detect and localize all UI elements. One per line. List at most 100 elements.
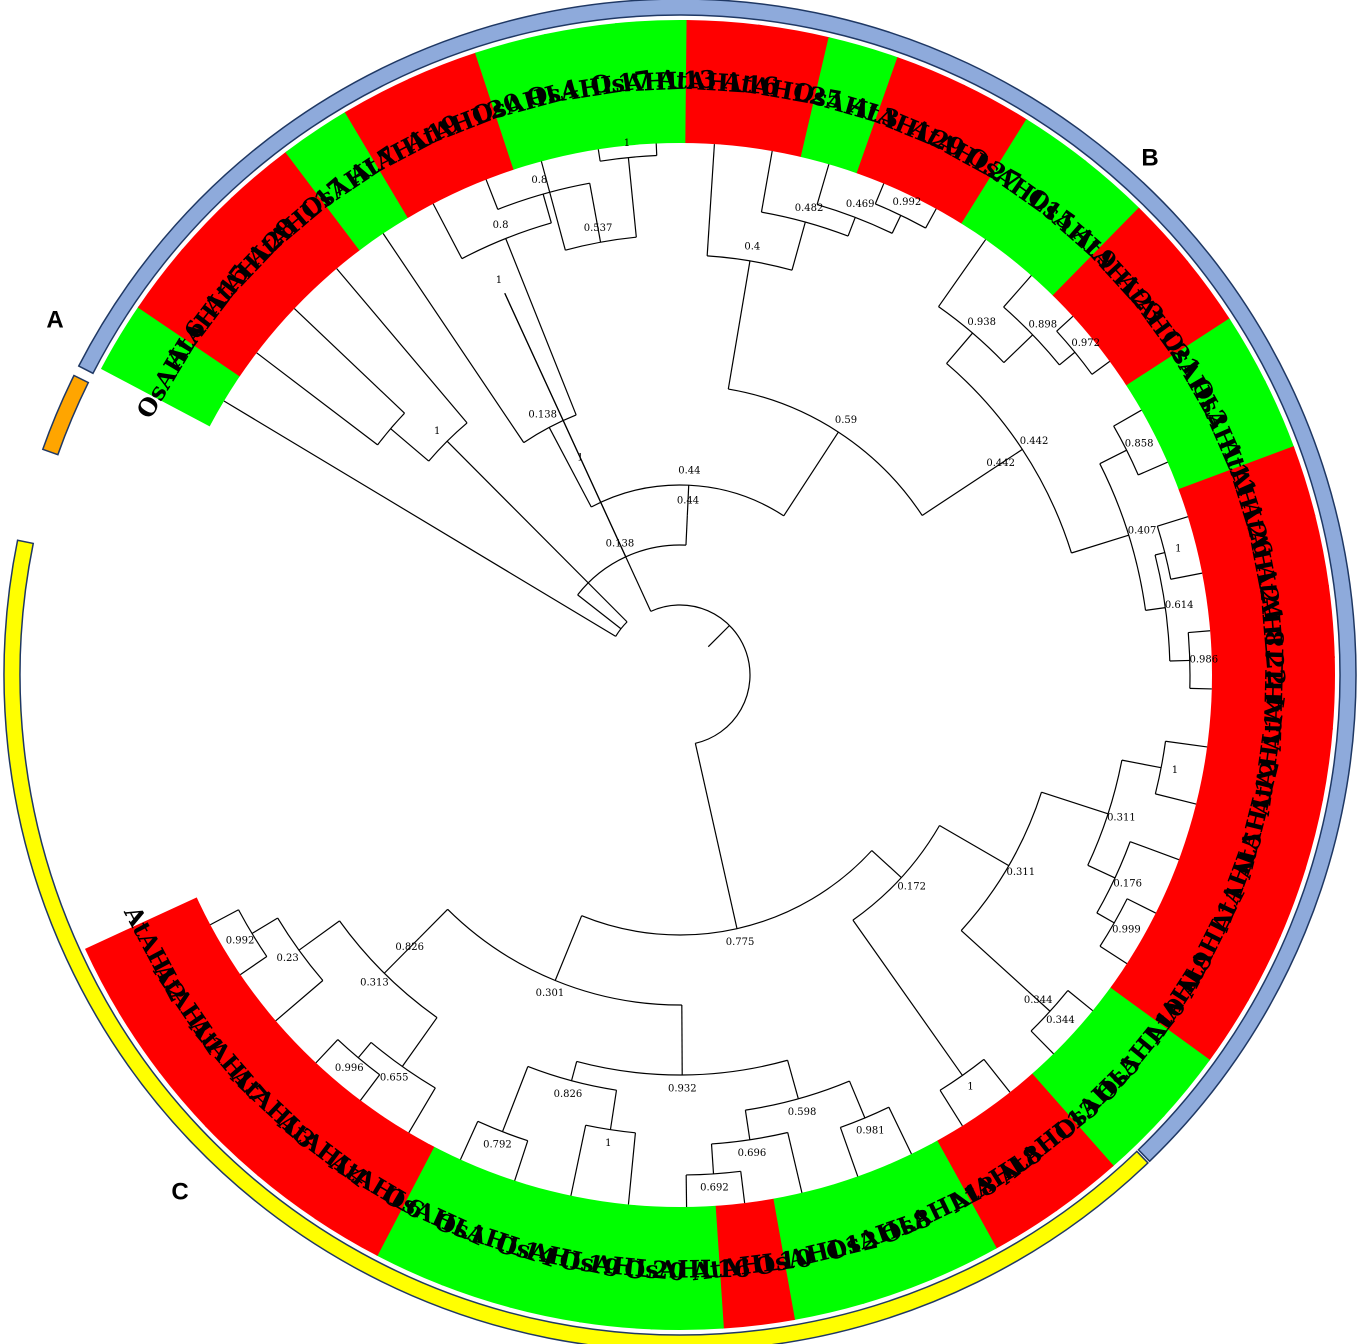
branch-arc — [577, 544, 686, 596]
branch-line — [1189, 687, 1212, 690]
branch-arc — [527, 1065, 617, 1091]
leaf-band — [474, 33, 572, 171]
leaf-label: AtAHL18 — [1258, 630, 1290, 753]
leaf-band — [1205, 584, 1335, 662]
branch-arc — [960, 791, 1043, 931]
branch-line — [1056, 315, 1074, 332]
branch-line — [298, 920, 340, 951]
support-value: 0.655 — [380, 1072, 409, 1083]
branch-line — [791, 221, 806, 271]
branch-arc — [745, 1080, 850, 1111]
branch-line — [293, 308, 405, 414]
branch-line — [686, 485, 690, 516]
branch-arc — [1087, 760, 1123, 866]
branch-arc — [576, 1059, 788, 1076]
branch-line — [1169, 659, 1190, 662]
branch-line — [710, 1143, 715, 1174]
branch-line — [891, 215, 902, 234]
support-value: 0.826 — [554, 1089, 583, 1100]
branch-line — [1099, 449, 1127, 465]
support-value: 0.826 — [395, 942, 424, 953]
support-value: 0.986 — [1189, 655, 1218, 666]
support-value: 0.999 — [1112, 924, 1141, 935]
branch-line — [939, 1089, 963, 1127]
branch-line — [209, 909, 239, 926]
support-value: 0.442 — [986, 458, 1015, 469]
leaf-label: OsAHL16 — [624, 1254, 750, 1285]
branch-line — [1170, 572, 1203, 580]
leaf-band — [856, 57, 966, 197]
support-value: 1 — [496, 275, 502, 286]
leaf-band — [579, 1199, 658, 1330]
leaf-band — [1051, 207, 1189, 341]
branch-arc — [946, 363, 1073, 554]
branch-line — [874, 183, 885, 205]
branch-line — [275, 980, 324, 1022]
branch-line — [548, 427, 592, 508]
branch-arc — [728, 388, 923, 516]
support-value: 0.44 — [678, 466, 700, 477]
branch-line — [888, 1106, 913, 1155]
clade-label-b: B — [1141, 145, 1158, 172]
branch-line — [504, 293, 587, 471]
branch-line — [383, 937, 420, 974]
branch-line — [1096, 912, 1115, 924]
support-value: 0.469 — [846, 199, 875, 210]
support-value: 0.537 — [584, 223, 613, 234]
tree-branches — [209, 143, 1212, 1207]
branch-line — [1067, 990, 1094, 1012]
branch-line — [1129, 841, 1180, 861]
inner-white-disc — [148, 143, 1212, 1207]
support-value: 1 — [577, 452, 583, 463]
support-value: 0.311 — [1007, 867, 1036, 878]
branch-line — [1091, 360, 1111, 375]
support-value: 0.932 — [668, 1083, 697, 1094]
branch-arc — [477, 1120, 528, 1142]
support-value: 0.407 — [1128, 525, 1157, 536]
branch-line — [419, 908, 449, 939]
branch-line — [1188, 630, 1211, 634]
support-value: 0.176 — [1113, 878, 1142, 889]
leaf-band — [314, 1115, 435, 1256]
leaf-band — [1072, 987, 1210, 1117]
leaf-band — [230, 151, 362, 289]
branch-arc — [707, 255, 793, 271]
branch-arc — [590, 484, 785, 517]
leaf-band — [614, 20, 689, 147]
branch-line — [256, 352, 378, 446]
leaf-band — [1177, 446, 1316, 547]
support-value: 1 — [967, 1081, 973, 1092]
branch-line — [946, 332, 974, 364]
branch-arc — [461, 222, 552, 260]
branch-line — [589, 183, 602, 243]
clade-labels: ABC — [46, 145, 1158, 1206]
support-value: 0.992 — [893, 197, 922, 208]
clade-arcs — [3, 0, 1357, 1344]
branch-line — [408, 1087, 436, 1134]
branch-line — [459, 1121, 479, 1160]
leaf-band — [1201, 717, 1333, 801]
clade-label-c: C — [171, 1179, 188, 1206]
branch-line — [357, 1042, 372, 1059]
support-value: 0.692 — [700, 1182, 729, 1193]
support-value: 0.344 — [1046, 1015, 1075, 1026]
support-values: 110.5370.80.80.1380.9920.4690.4820.40.97… — [226, 138, 1218, 1193]
support-value: 1 — [1175, 544, 1181, 555]
leaf-band — [408, 52, 516, 192]
branch-arc — [497, 182, 590, 210]
leaf-band — [100, 306, 242, 427]
leaf-band — [137, 249, 277, 378]
support-value: 0.792 — [483, 1139, 512, 1150]
branch-line — [597, 149, 601, 162]
branch-line — [706, 144, 716, 256]
support-value: 1 — [624, 138, 630, 149]
leaf-band — [544, 23, 629, 156]
branch-line — [432, 203, 463, 259]
branch-line — [1137, 461, 1168, 476]
support-value: 0.482 — [795, 203, 824, 214]
support-value: 1 — [434, 426, 440, 437]
support-value: 0.4 — [744, 242, 760, 253]
branch-line — [787, 1132, 803, 1193]
clade-a-arc — [41, 374, 90, 456]
support-value: 0.138 — [606, 539, 635, 550]
